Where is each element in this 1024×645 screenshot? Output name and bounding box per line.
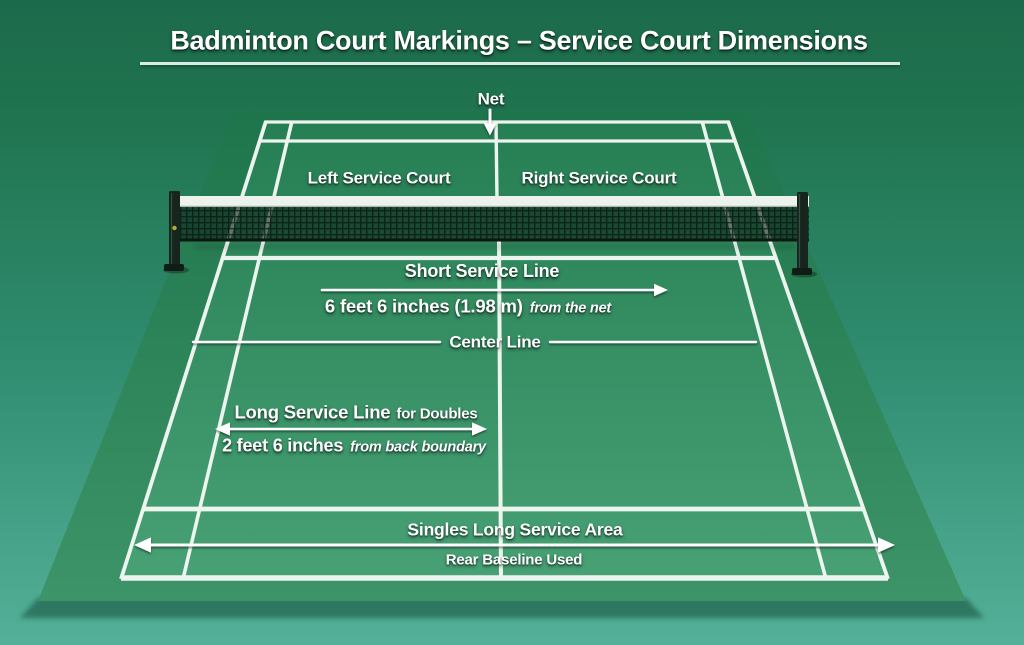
short-service-arrow [320,283,668,297]
short-service-measurement-suffix: from the net [529,300,612,317]
long-service-line-suffix: for Doubles [396,405,478,423]
page-title: Badminton Court Markings – Service Court… [170,25,868,56]
annotations [134,108,895,553]
mat-shadow [20,598,984,618]
long-service-line-title: Long Service Line [234,401,391,423]
net-mesh-grid [175,207,809,240]
net-label: Net [477,89,505,109]
short-service-line-label: Short Service Line [404,261,560,281]
long-service-measurement-suffix: from back boundary [350,439,486,456]
singles-area-arrow [134,537,895,553]
right-post [797,192,808,274]
rear-baseline-label: Rear Baseline Used [445,551,583,569]
center-line-label: Center Line [449,332,541,352]
far-center-line [494,121,499,201]
net-post-right [792,192,812,275]
long-service-line-label: Long Service Line for Doubles [234,401,478,423]
left-post-base [164,264,184,271]
left-post-marker [172,225,177,231]
net-floor-shadow [195,243,795,250]
right-service-court-label: Right Service Court [521,168,677,188]
center-line [497,240,503,579]
net-arrow [483,108,497,136]
left-post [169,191,180,270]
long-service-measurement: 2 feet 6 inches from back boundary [222,437,486,456]
right-post-base [792,268,812,275]
net-post-left [164,191,184,271]
title-underline [140,62,900,65]
singles-long-service-area-label: Singles Long Service Area [407,519,623,540]
long-service-measurement-value: 2 feet 6 inches [222,435,344,456]
short-service-measurement-value: 6 feet 6 inches (1.98 m) [324,295,523,317]
long-service-arrow [215,422,487,436]
short-service-measurement: 6 feet 6 inches (1.98 m) from the net [324,295,612,317]
net-tape [175,196,809,207]
left-service-court-label: Left Service Court [307,168,451,188]
